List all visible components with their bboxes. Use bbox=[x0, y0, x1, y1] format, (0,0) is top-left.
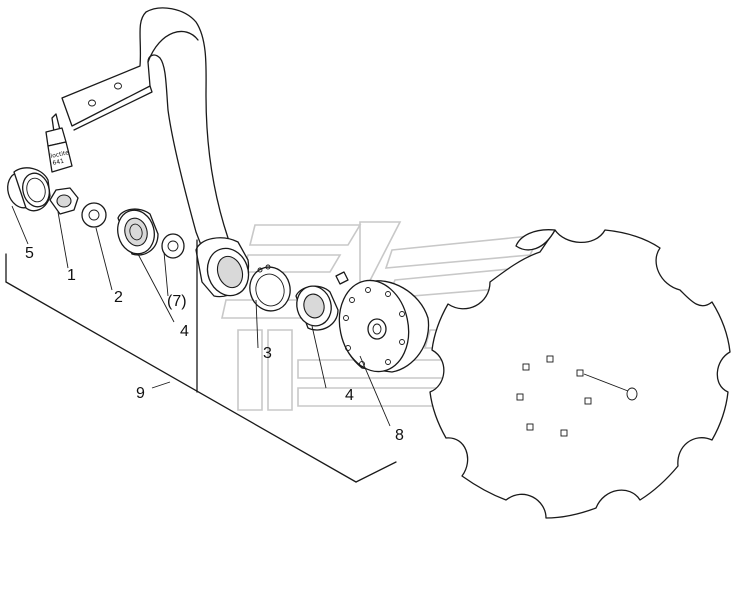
callout-4-right: 4 bbox=[345, 387, 354, 404]
part-7-spacer bbox=[161, 233, 185, 259]
callout-labels: 5 1 2 (7) 4 3 4 8 9 bbox=[25, 245, 404, 444]
leader-lines bbox=[11, 205, 391, 427]
locating-pin bbox=[335, 271, 349, 285]
callout-5: 5 bbox=[25, 245, 34, 262]
mounting-arm bbox=[61, 7, 233, 259]
callout-8: 8 bbox=[395, 427, 404, 444]
callout-7: (7) bbox=[167, 293, 187, 310]
part-2-washer bbox=[81, 202, 107, 228]
part-3-circlip bbox=[249, 264, 291, 312]
callout-9: 9 bbox=[136, 385, 145, 402]
part-5-cap bbox=[7, 167, 51, 212]
loctite-tube-icon: loctite 641 bbox=[45, 113, 73, 173]
tube-label-line2: 641 bbox=[52, 158, 65, 167]
tube-label-line1: loctite bbox=[50, 149, 70, 160]
callout-3: 3 bbox=[263, 345, 272, 362]
assembly-bracket-9 bbox=[5, 239, 397, 483]
arm-hub-housing bbox=[195, 237, 250, 298]
notched-disc-blade bbox=[429, 229, 731, 519]
part-4-bearing-left bbox=[117, 208, 159, 256]
callout-4-left: 4 bbox=[180, 323, 189, 340]
part-8-hub-flange bbox=[338, 279, 430, 373]
callout-2: 2 bbox=[114, 289, 123, 306]
part-4-bearing-right bbox=[295, 285, 339, 331]
part-1-nut bbox=[49, 187, 79, 215]
callout-1: 1 bbox=[67, 267, 76, 284]
